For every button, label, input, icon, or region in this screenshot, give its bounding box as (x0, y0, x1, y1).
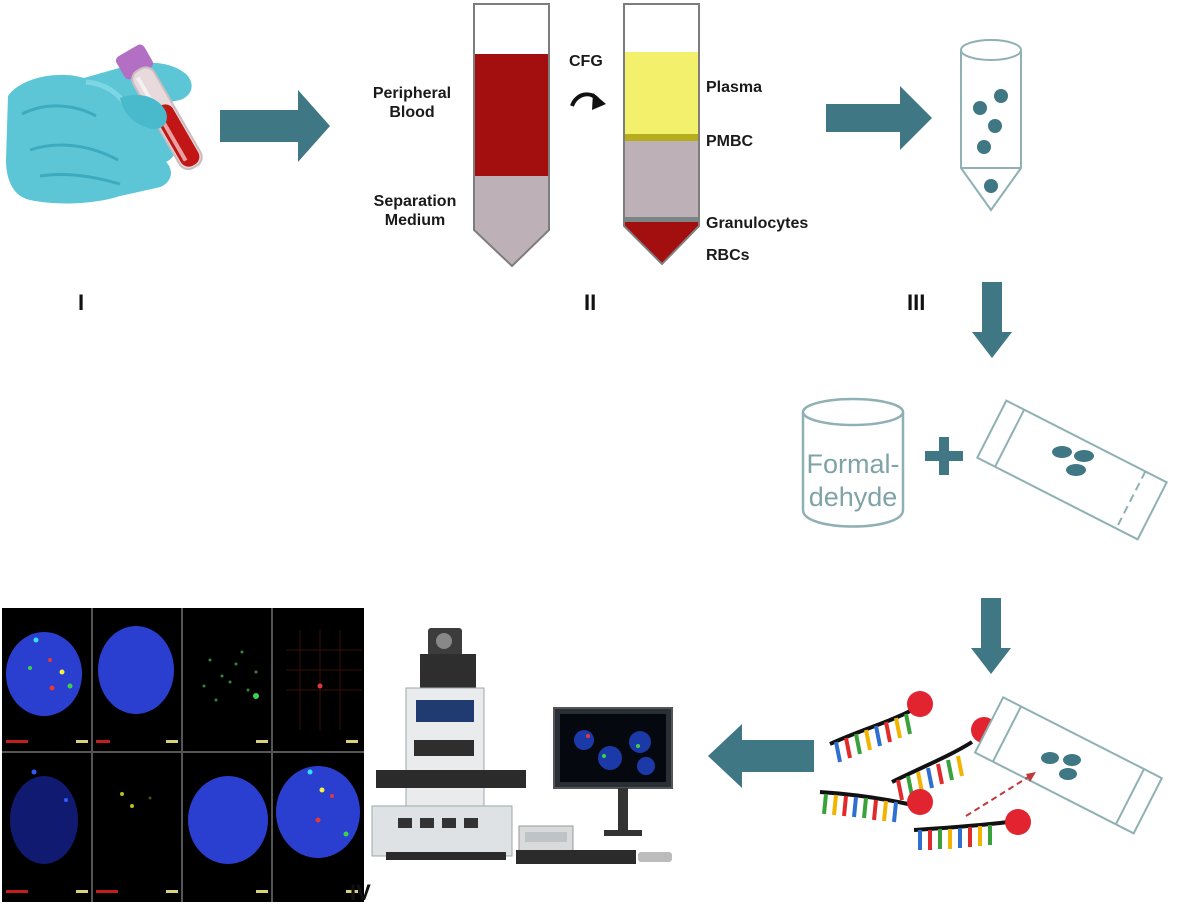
centrifuged-tube-icon (623, 3, 700, 266)
granulocytes-label: Granulocytes (706, 215, 809, 232)
step-label-1: I (78, 290, 85, 315)
separation-medium-label: Separation Medium (356, 192, 474, 230)
step-label-2: II (584, 290, 597, 315)
step-label-3: III (907, 290, 926, 315)
step-label-4: IV (350, 880, 371, 905)
peripheral-label-line1: Peripheral (372, 85, 452, 102)
centrifuge-label: CFG (569, 53, 603, 70)
separation-label-line1: Separation (373, 193, 457, 210)
microscope-icon (371, 628, 526, 860)
monitor-icon (516, 707, 673, 864)
dna-probe-icon (819, 691, 1031, 850)
medium-label-line2: Medium (384, 212, 446, 229)
slide-with-cells-icon (975, 399, 1169, 541)
hybridization-slide-icon (965, 695, 1164, 835)
plus-icon (925, 437, 963, 475)
formaldehyde-can-icon (801, 397, 905, 528)
arrow-left-icon (708, 724, 814, 788)
plasma-label: Plasma (706, 79, 763, 96)
rbcs-label: RBCs (706, 247, 750, 264)
fish-micrograph-grid (2, 608, 364, 902)
arrow-down-icon (971, 598, 1011, 674)
formaldehyde-label-line2: dehyde (808, 482, 898, 512)
peripheral-blood-label: Peripheral Blood (356, 84, 468, 122)
blood-separation-tube-icon (473, 3, 550, 268)
formaldehyde-label-line1: Formal- (806, 449, 900, 479)
cell-pellet-tube-icon (960, 39, 1022, 212)
arrow-right-icon (220, 90, 330, 162)
hand-with-blood-tube-icon (6, 44, 203, 204)
blood-label-line2: Blood (389, 104, 435, 121)
formaldehyde-label: Formal- dehyde (803, 448, 903, 514)
pmbc-label: PMBC (706, 133, 754, 150)
arrow-right-icon (826, 86, 932, 150)
arrow-down-icon (972, 282, 1012, 358)
curved-arrow-icon (570, 92, 606, 110)
